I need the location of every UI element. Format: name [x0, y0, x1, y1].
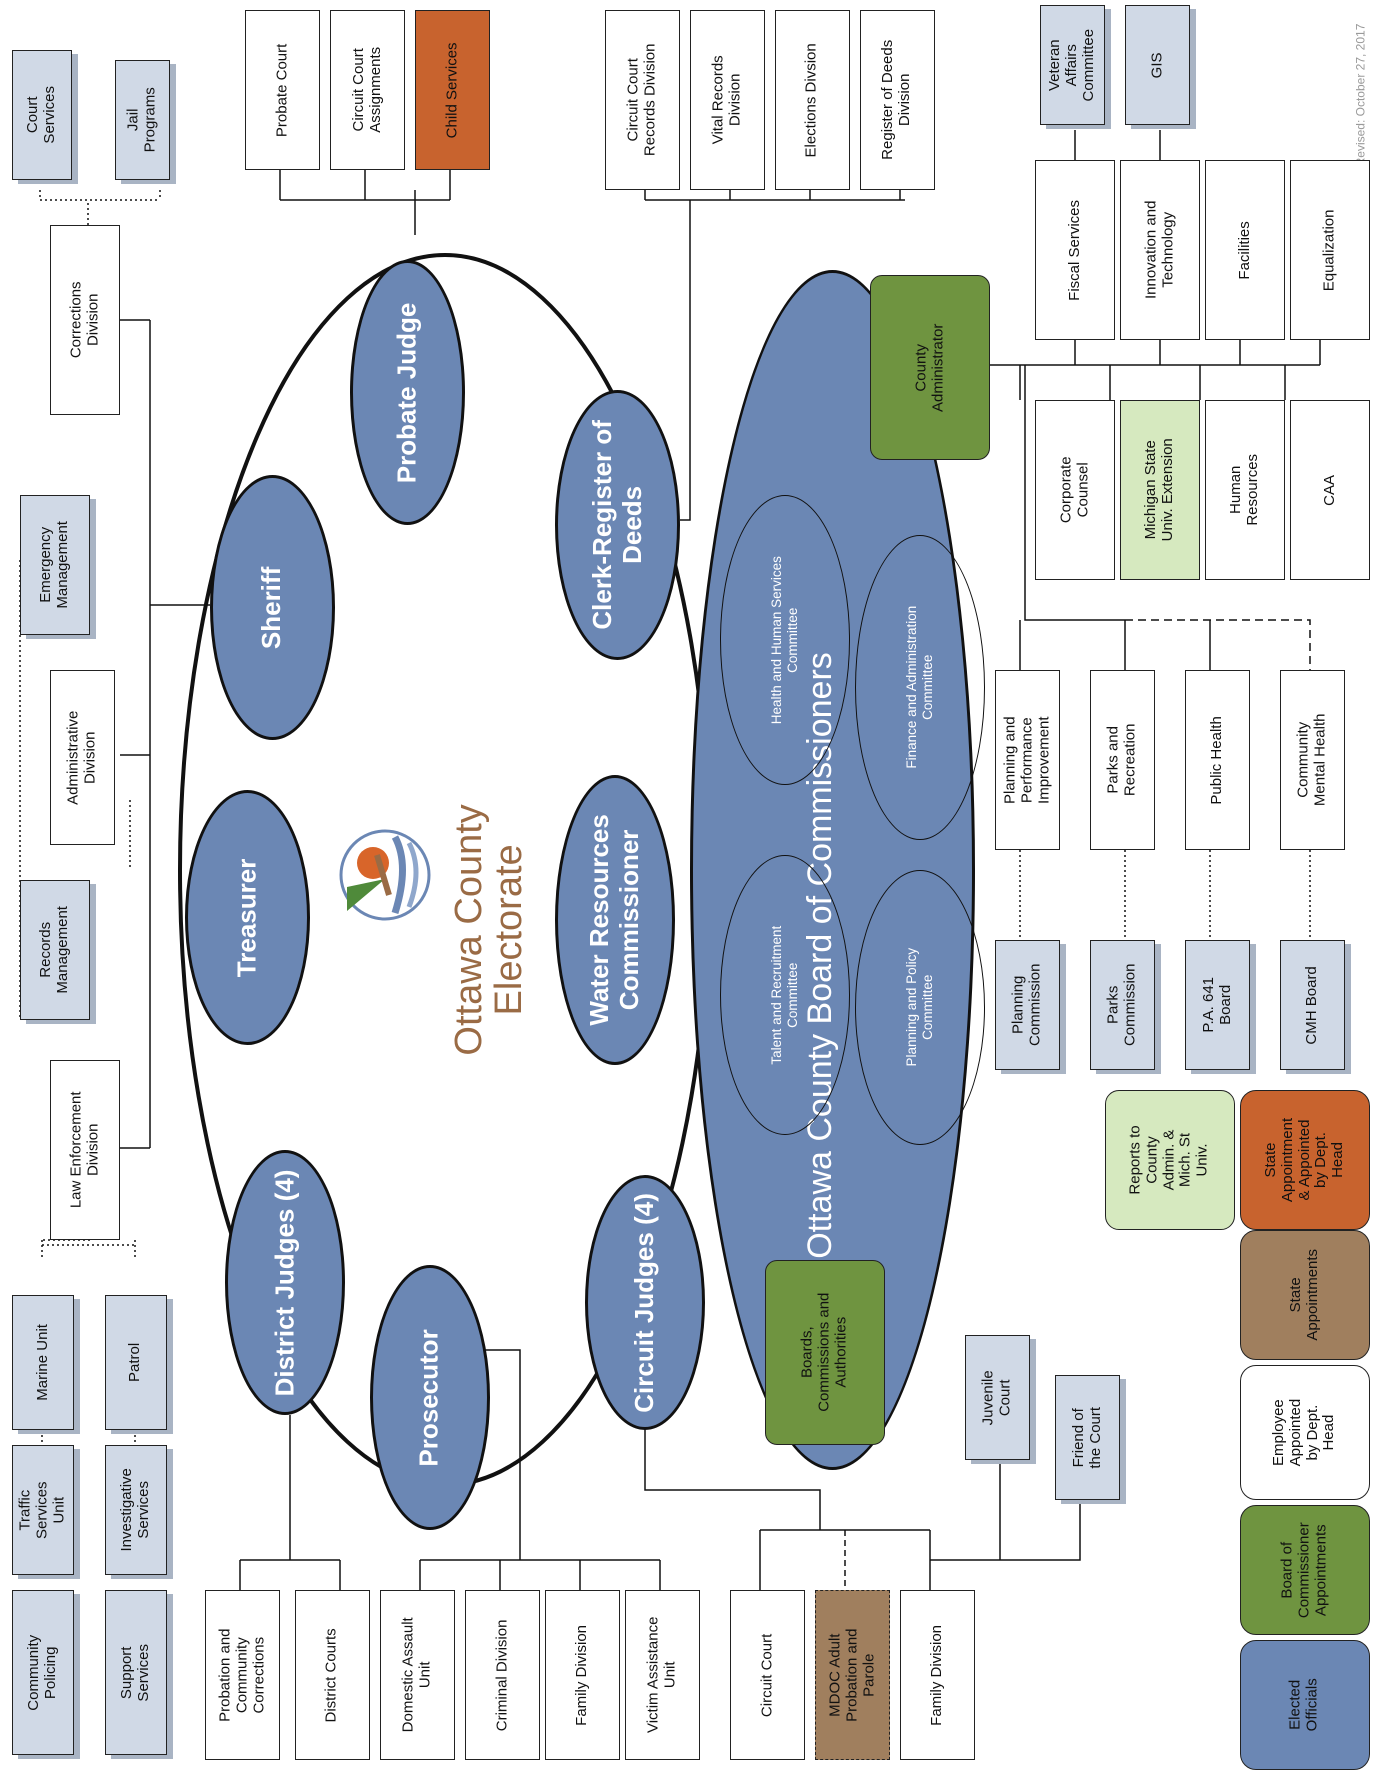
box-veteran-affairs[interactable]: Veteran Affairs Committee	[1040, 5, 1105, 125]
committee-planning-policy[interactable]: Planning and Policy Committee	[855, 870, 985, 1145]
box-msu-extension[interactable]: Michigan State Univ. Extension	[1120, 400, 1200, 580]
box-parks-recreation[interactable]: Parks and Recreation	[1090, 670, 1155, 850]
elected-treasurer[interactable]: Treasurer	[185, 790, 310, 1045]
committee-health-human-services[interactable]: Health and Human Services Committee	[720, 495, 850, 785]
box-register-of-deeds[interactable]: Register of Deeds Division	[860, 10, 935, 190]
elected-clerk-register[interactable]: Clerk-Register of Deeds	[555, 390, 680, 660]
box-patrol[interactable]: Patrol	[105, 1295, 167, 1430]
box-fiscal-services[interactable]: Fiscal Services	[1035, 160, 1115, 340]
box-circuit-court-records[interactable]: Circuit Court Records Division	[605, 10, 680, 190]
box-child-services[interactable]: Child Services	[415, 10, 490, 170]
box-facilities[interactable]: Facilities	[1205, 160, 1285, 340]
box-friend-of-court[interactable]: Friend of the Court	[1055, 1375, 1120, 1500]
elected-probate-judge[interactable]: Probate Judge	[350, 260, 465, 525]
legend-elected-officials: Elected Officials	[1240, 1640, 1370, 1770]
box-cmh-board[interactable]: CMH Board	[1280, 940, 1345, 1070]
ottawa-county-logo	[339, 829, 431, 921]
legend-reports-to: Reports to County Admin. & Mich. St Univ…	[1105, 1090, 1235, 1230]
box-innovation-technology[interactable]: Innovation and Technology	[1120, 160, 1200, 340]
box-marine-unit[interactable]: Marine Unit	[12, 1295, 74, 1430]
box-boards-commissions[interactable]: Boards, Commissions and Authorities	[765, 1260, 885, 1445]
box-public-health[interactable]: Public Health	[1185, 670, 1250, 850]
electorate-label: Ottawa County Electorate	[448, 804, 530, 1056]
box-district-courts[interactable]: District Courts	[295, 1590, 370, 1760]
elected-sheriff[interactable]: Sheriff	[210, 475, 335, 740]
legend-state-appointments: State Appointments	[1240, 1230, 1370, 1360]
box-probation-community-corrections[interactable]: Probation and Community Corrections	[205, 1590, 280, 1760]
box-corrections-division[interactable]: Corrections Division	[50, 225, 120, 415]
box-victim-assistance-unit[interactable]: Victim Assistance Unit	[625, 1590, 700, 1760]
box-circuit-court[interactable]: Circuit Court	[730, 1590, 805, 1760]
box-mdoc-adult-probation[interactable]: MDOC Adult Probation and Parole	[815, 1590, 890, 1760]
box-family-division-circuit[interactable]: Family Division	[900, 1590, 975, 1760]
box-planning-performance[interactable]: Planning and Performance Improvement	[995, 670, 1060, 850]
box-family-division-prosecutor[interactable]: Family Division	[545, 1590, 620, 1760]
legend-state-and-dept-head: State Appointment & Appointed by Dept. H…	[1240, 1090, 1370, 1230]
box-emergency-management[interactable]: Emergency Management	[20, 495, 90, 635]
box-probate-court[interactable]: Probate Court	[245, 10, 320, 170]
box-equalization[interactable]: Equalization	[1290, 160, 1370, 340]
box-community-mental-health[interactable]: Community Mental Health	[1280, 670, 1345, 850]
committee-talent-recruitment[interactable]: Talent and Recruitment Committee	[720, 855, 850, 1135]
elected-water-resources[interactable]: Water Resources Commissioner	[555, 775, 675, 1065]
elected-circuit-judges[interactable]: Circuit Judges (4)	[585, 1175, 705, 1430]
box-administrative-division[interactable]: Administrative Division	[50, 670, 115, 845]
revised-date: Revised: October 27, 2017	[1353, 23, 1368, 167]
elected-district-judges[interactable]: District Judges (4)	[225, 1150, 345, 1415]
box-parks-commission[interactable]: Parks Commission	[1090, 940, 1155, 1070]
box-criminal-division[interactable]: Criminal Division	[465, 1590, 540, 1760]
box-investigative-services[interactable]: Investigative Services	[105, 1445, 167, 1575]
box-support-services[interactable]: Support Services	[105, 1590, 167, 1755]
legend-board-appointments: Board of Commissioner Appointments	[1240, 1505, 1370, 1635]
box-records-management[interactable]: Records Management	[20, 880, 90, 1020]
box-county-administrator[interactable]: County Administrator	[870, 275, 990, 460]
box-traffic-services-unit[interactable]: Traffic Services Unit	[12, 1445, 74, 1575]
box-jail-programs[interactable]: Jail Programs	[115, 60, 170, 180]
committee-finance-administration[interactable]: Finance and Administration Committee	[855, 535, 985, 840]
box-law-enforcement-division[interactable]: Law Enforcement Division	[50, 1060, 120, 1240]
elected-prosecutor[interactable]: Prosecutor	[370, 1265, 490, 1530]
box-domestic-assault-unit[interactable]: Domestic Assault Unit	[380, 1590, 455, 1760]
box-elections-division[interactable]: Elections Divsion	[775, 10, 850, 190]
box-caa[interactable]: CAA	[1290, 400, 1370, 580]
legend-employee-appointed: Employee Appointed by Dept. Head	[1240, 1365, 1370, 1500]
box-circuit-court-assignments[interactable]: Circuit Court Assignments	[330, 10, 405, 170]
box-gis[interactable]: GIS	[1125, 5, 1190, 125]
box-corporate-counsel[interactable]: Corporate Counsel	[1035, 400, 1115, 580]
box-planning-commission[interactable]: Planning Commission	[995, 940, 1060, 1070]
box-pa641-board[interactable]: P.A. 641 Board	[1185, 940, 1250, 1070]
box-court-services[interactable]: Court Services	[12, 50, 72, 180]
box-community-policing[interactable]: Community Policing	[12, 1590, 74, 1755]
box-juvenile-court[interactable]: Juvenile Court	[965, 1335, 1030, 1460]
box-human-resources[interactable]: Human Resources	[1205, 400, 1285, 580]
box-vital-records[interactable]: Vital Records Division	[690, 10, 765, 190]
